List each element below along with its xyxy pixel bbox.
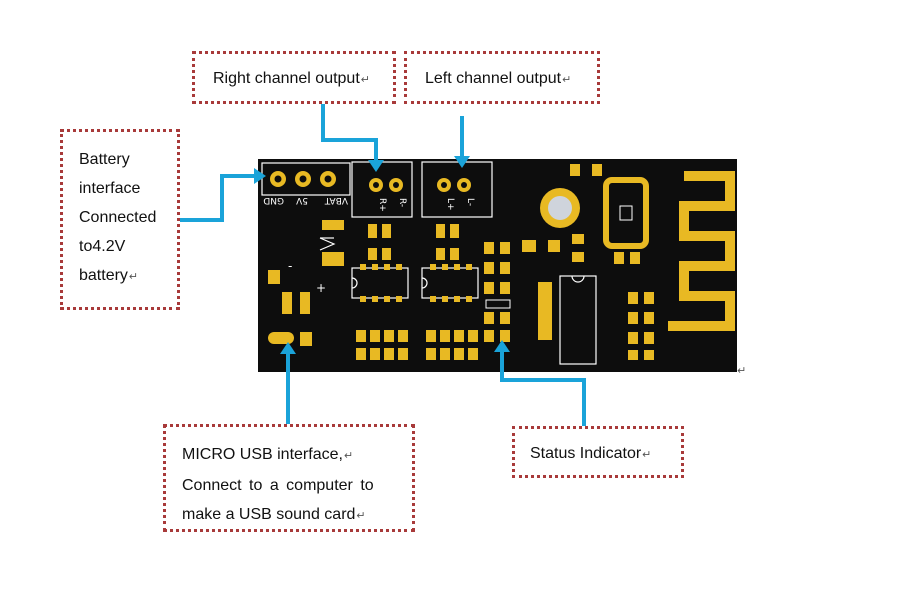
left-channel-label: Left channel output xyxy=(425,70,562,87)
paragraph-mark-icon: ↵ xyxy=(343,450,354,462)
pin-label-vbat: VBAT xyxy=(324,195,348,205)
paragraph-mark-icon: ↵ xyxy=(562,74,572,86)
micro-usb-pad xyxy=(268,332,294,344)
diode-pad xyxy=(322,252,344,266)
arrows xyxy=(180,104,586,426)
battery-line-4: to4.2V xyxy=(79,238,126,255)
paragraph-mark-icon: ↵ xyxy=(737,364,746,377)
left-channel-callout: Left channel output↵ xyxy=(404,51,600,104)
status-indicator-label: Status Indicator xyxy=(530,445,642,462)
battery-line-3: Connected xyxy=(79,209,157,226)
arrowheads xyxy=(254,156,510,354)
diode-pad-2 xyxy=(322,220,344,230)
battery-line-2: interface xyxy=(79,180,141,197)
battery-line-1: Battery xyxy=(79,151,130,168)
left-connector-plus: L+ xyxy=(445,198,455,211)
usb-line-3: make a USB sound card xyxy=(182,506,356,523)
pin-label-5v: 5V xyxy=(295,195,308,205)
ic-right xyxy=(421,264,479,302)
paragraph-mark-icon: ↵ xyxy=(128,271,139,283)
ic-left xyxy=(351,264,409,302)
pad-row-1 xyxy=(368,224,459,260)
battery-line-5: battery xyxy=(79,267,128,284)
usb-line-1: MICRO USB interface, xyxy=(182,446,343,463)
battery-arrow xyxy=(180,174,258,222)
left-connector-outline xyxy=(421,161,493,218)
battery-callout: Battery interface Connected to4.2V batte… xyxy=(60,129,180,310)
left-connector-minus: L- xyxy=(465,198,475,206)
main-ic xyxy=(559,275,597,365)
usb-line-2: Connect to a computer to xyxy=(182,477,374,494)
right-channel-arrow xyxy=(321,104,378,162)
antenna-trace xyxy=(668,171,735,331)
status-indicator-callout: Status Indicator↵ xyxy=(512,426,684,478)
cap-plus-sign: + xyxy=(316,281,326,295)
paragraph-mark-icon: ↵ xyxy=(642,449,652,461)
paragraph-mark-icon: ↵ xyxy=(356,510,366,522)
right-channel-callout: Right channel output↵ xyxy=(192,51,396,104)
right-channel-label: Right channel output xyxy=(213,70,360,87)
right-connector-plus: R+ xyxy=(377,198,387,212)
crystal xyxy=(603,177,649,264)
status-indicator-arrow xyxy=(500,350,586,426)
status-led-column xyxy=(484,242,510,342)
header-pins xyxy=(270,171,336,187)
pad-block-bottom xyxy=(356,330,478,360)
right-connector-minus: R- xyxy=(397,198,407,207)
header-outline xyxy=(261,162,351,196)
paragraph-mark-icon: ↵ xyxy=(360,74,370,86)
pin-label-gnd: GND xyxy=(263,195,284,205)
diode-symbol xyxy=(319,237,336,251)
micro-usb-callout: MICRO USB interface,↵ Connect to a compu… xyxy=(163,424,415,532)
cap-minus-sign: - xyxy=(288,259,292,273)
